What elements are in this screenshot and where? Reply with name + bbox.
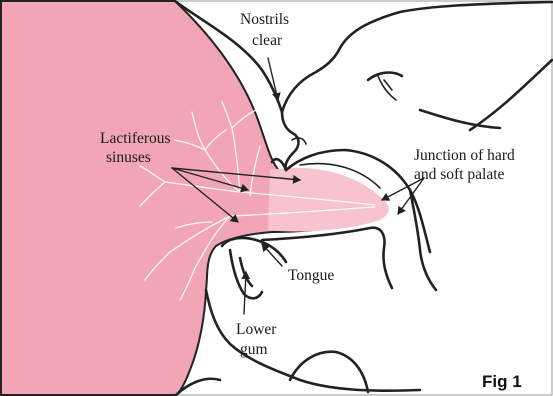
palate-label-line1: Junction of hard	[414, 147, 515, 164]
sinuses-label-line2: sinuses	[106, 149, 151, 166]
nostrils-label-line1: Nostrils	[240, 11, 289, 28]
palate-label-line2: and soft palate	[414, 166, 505, 183]
figure-number-label: Fig 1	[482, 372, 522, 391]
gum-label-line2: gum	[240, 341, 268, 358]
gum-label-line1: Lower	[236, 321, 277, 338]
sinuses-label-line1: Lactiferous	[100, 130, 171, 147]
tongue-label: Tongue	[288, 267, 334, 284]
nostrils-label-line2: clear	[252, 32, 283, 49]
